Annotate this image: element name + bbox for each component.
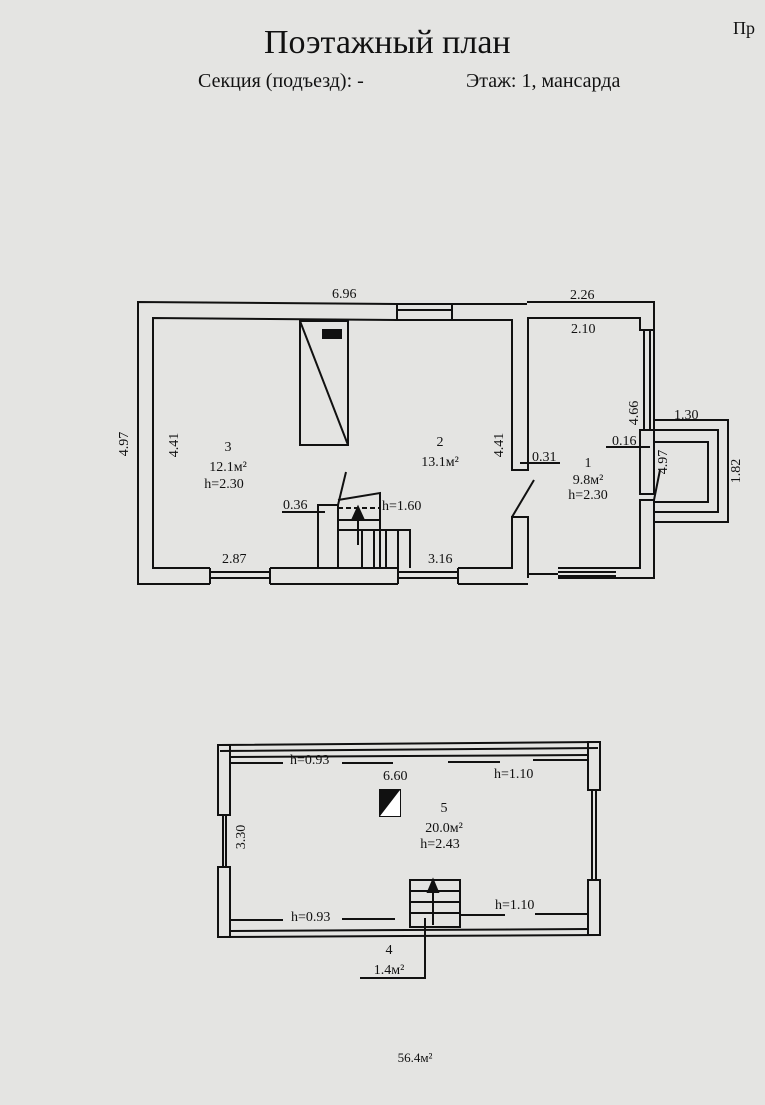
- svg-text:2.26: 2.26: [570, 288, 595, 303]
- svg-text:h=0.93: h=0.93: [290, 753, 329, 768]
- svg-text:3.16: 3.16: [428, 552, 453, 567]
- svg-text:2.87: 2.87: [222, 552, 247, 567]
- svg-text:4.66: 4.66: [627, 401, 642, 426]
- page-title: Поэтажный план: [264, 24, 511, 61]
- svg-text:4.41: 4.41: [492, 433, 507, 458]
- svg-text:6.60: 6.60: [383, 769, 408, 784]
- svg-text:2.10: 2.10: [571, 322, 596, 337]
- room-3-height: h=2.30: [204, 477, 243, 492]
- total-area: 56.4м²: [398, 1050, 433, 1065]
- room-1-height: h=2.30: [568, 488, 607, 503]
- svg-text:0.16: 0.16: [612, 434, 637, 449]
- section-label: Секция (подъезд): -: [198, 70, 364, 92]
- room-5-number: 5: [441, 801, 448, 816]
- room-3-area: 12.1м²: [209, 460, 247, 475]
- room-4-number: 4: [386, 943, 393, 958]
- svg-text:0.31: 0.31: [532, 450, 557, 465]
- floor1-walls: [137, 300, 729, 585]
- attic-labels: h=0.93 h=1.10 h=0.93 h=1.10 6.60 3.30 5 …: [234, 753, 534, 978]
- svg-text:h=1.60: h=1.60: [382, 499, 421, 514]
- svg-text:1.30: 1.30: [674, 408, 699, 423]
- room-3-number: 3: [225, 440, 232, 455]
- svg-text:4.97: 4.97: [117, 432, 132, 457]
- stove-icon: [322, 329, 342, 339]
- floor1-dimensions: 6.96 2.26 2.10 4.97 4.41 4.41 2.87 3.16 …: [117, 287, 744, 567]
- svg-text:1.82: 1.82: [729, 459, 744, 484]
- room-4-area: 1.4м²: [374, 963, 405, 978]
- svg-text:4.41: 4.41: [167, 433, 182, 458]
- svg-text:h=1.10: h=1.10: [495, 898, 534, 913]
- room-5-height: h=2.43: [420, 837, 459, 852]
- svg-text:0.36: 0.36: [283, 498, 308, 513]
- room-2-number: 2: [437, 435, 444, 450]
- svg-text:3.30: 3.30: [234, 825, 249, 850]
- room-1-area: 9.8м²: [573, 473, 604, 488]
- floor1-rooms: 1 9.8м² h=2.30 2 13.1м² 3 12.1м² h=2.30: [204, 435, 607, 503]
- svg-text:4.97: 4.97: [656, 450, 671, 475]
- room-2-area: 13.1м²: [421, 455, 459, 470]
- svg-text:h=0.93: h=0.93: [291, 910, 330, 925]
- corner-text: Пр: [733, 18, 755, 38]
- room-1-number: 1: [585, 456, 592, 471]
- floor-label: Этаж: 1, мансарда: [466, 70, 621, 92]
- svg-text:h=1.10: h=1.10: [494, 767, 533, 782]
- attic-walls: [217, 741, 601, 979]
- room-5-area: 20.0м²: [425, 821, 463, 836]
- svg-text:6.96: 6.96: [332, 287, 357, 302]
